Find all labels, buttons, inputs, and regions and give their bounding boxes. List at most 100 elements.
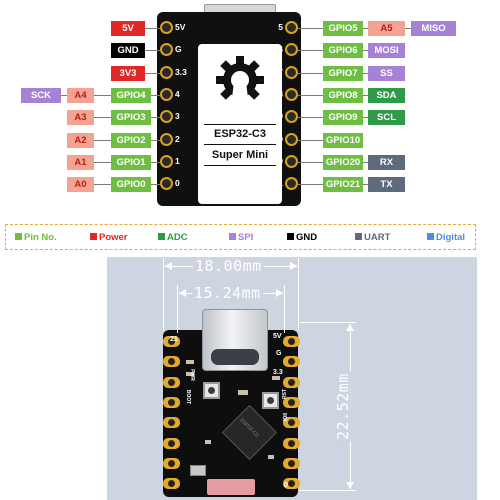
dim-height-top-extension [300,322,356,323]
pin-pad [285,110,298,123]
pin-label-a0: A0 [67,176,94,192]
gear-logo-icon [216,56,264,106]
pin-label-a2: A2 [67,132,94,148]
pin-number-2: 2 [175,134,180,144]
silk-boot: BOOT [185,389,192,405]
pin-number-5: 5 [278,22,283,32]
pin-label-a5: A5 [368,20,405,36]
dim-height: 22.52mm [333,371,352,442]
pin-label-a1: A1 [67,154,94,170]
pin-label-sda: SDA [368,87,405,103]
chip-name: ESP32-C3 [214,128,266,140]
photo-pin-pad-left [163,437,180,449]
legend-item-adc: ADC [158,232,188,244]
photo-pin-pad-left [163,396,180,408]
pin-pad [285,21,298,34]
pin-label-gpio6: GPIO6 [323,42,363,58]
silk-3v3: 3.3 [273,369,283,376]
dim-outer-right-extension [298,258,299,330]
smd-component [272,376,280,380]
legend-item-pin-no: Pin No. [15,232,57,244]
photo-pin-pad-right [283,417,300,429]
pin-label-gpio1: GPIO1 [111,154,151,170]
pin-number-9: 9 [278,111,283,121]
pin-number-3.3: 3.3 [175,67,187,77]
photo-pin-pad-right [283,437,300,449]
silk-pin-0: 0 [284,482,288,489]
smd-component [186,372,194,376]
dim-inner-arrow-left [179,289,186,297]
pin-label-ss: SS [368,65,405,81]
reset-button [262,392,279,409]
legend-label: Power [99,232,128,243]
pin-label-gpio3: GPIO3 [111,109,151,125]
photo-pin-pad-left [163,417,180,429]
smd-component [238,390,248,395]
pin-pad [285,133,298,146]
pin-label-a4: A4 [67,87,94,103]
photo-pin-pad-left [163,376,180,388]
photo-pin-pad-left [163,336,180,347]
legend-box [5,224,476,250]
photo-pin-pad-left [163,356,180,368]
dim-outer-arrow-right [290,262,297,270]
legend-item-power: Power [90,232,128,244]
pin-label-sck: SCK [21,87,61,103]
dim-height-bottom-extension [300,490,356,491]
pin-label-gpio2: GPIO2 [111,132,151,148]
pin-number-20: 20 [273,156,283,166]
pin-number-1: 1 [175,156,180,166]
usb-c-port-opening [211,349,259,365]
silk-5v: 5V [273,333,282,340]
photo-pin-pad-right [283,457,300,469]
pin-pad [285,88,298,101]
pin-label-gpio9: GPIO9 [323,109,363,125]
legend-swatch [427,233,434,240]
pin-number-21: 21 [273,178,283,188]
pin-pad [160,133,173,146]
silk-pin-21: 21 [170,336,178,343]
legend-label: UART [364,232,391,243]
pin-pad [285,155,298,168]
legend-swatch [287,233,294,240]
pin-pad [160,21,173,34]
logo-divider-bottom [204,165,276,166]
smd-component [186,360,194,364]
smd-component [205,440,211,444]
pin-label-miso: MISO [411,20,456,36]
silk-io8: IO8 [283,412,290,422]
dim-outer-left-extension [163,258,164,330]
pin-label-tx: TX [368,176,405,192]
pin-label-gpio10: GPIO10 [323,132,363,148]
pin-number-5V: 5V [175,22,186,32]
dim-inner-left-extension [177,285,178,333]
pin-pad [160,177,173,190]
silk-rst: RST [282,389,288,399]
photo-pin-pad-left [163,457,180,469]
photo-pin-pad-right [283,376,300,388]
board-model: Super Mini [211,149,269,161]
legend-item-uart: UART [355,232,390,244]
ceramic-antenna [207,479,255,495]
pin-label-gpio7: GPIO7 [323,65,363,81]
legend-item-gnd: GND [287,232,317,244]
pin-label-gpio21: GPIO21 [323,176,363,192]
pin-number-7: 7 [278,67,283,77]
legend-swatch [15,233,22,240]
pin-label-gpio5: GPIO5 [323,20,363,36]
boot-button [203,382,220,399]
legend-swatch [158,233,165,240]
pin-number-4: 4 [175,89,180,99]
legend-label: Digital [436,232,466,243]
pin-pad [285,66,298,79]
legend-label: SPI [238,232,254,243]
pin-label-3v3: 3V3 [111,65,145,81]
photo-pin-pad-right [283,396,300,408]
pin-label-rx: RX [368,154,405,170]
pin-label-gpio8: GPIO8 [323,87,363,103]
pin-pad [160,110,173,123]
dim-inner-arrow-right [276,289,283,297]
pin-label-gpio0: GPIO0 [111,176,151,192]
pin-label-a3: A3 [67,109,94,125]
